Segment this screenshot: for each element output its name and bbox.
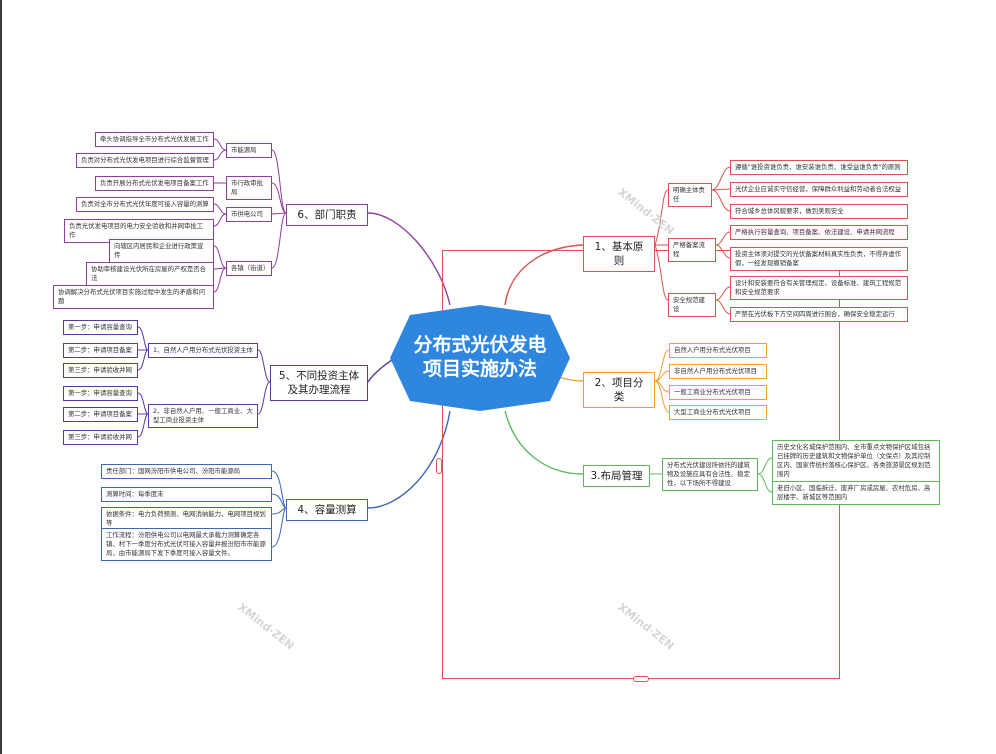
restricted-area-item[interactable]: 老旧小区、国临拆迁、废弃厂房或房屋、农村危房、高层楼宇、新城区等范围内 <box>772 481 940 505</box>
principle-item[interactable]: 遵循"谁投资谁负责、谁安装谁负责、谁受益谁负责"的原则 <box>730 160 908 175</box>
procedure-step[interactable]: 第一步：申请容量查询 <box>63 320 138 335</box>
duty-item[interactable]: 协调解决分布式光伏项目实施过程中发生的矛盾和问题 <box>53 285 214 309</box>
central-topic-text: 分布式光伏发电 项目实施办法 <box>390 333 570 381</box>
branch-layout-management[interactable]: 3.布局管理 <box>583 465 650 487</box>
duty-item[interactable]: 协助审核建设光伏所在房屋的产权是否合法 <box>86 262 214 286</box>
category-item[interactable]: 一般工商业分布式光伏项目 <box>669 385 767 400</box>
central-title-line1: 分布式光伏发电 <box>413 334 547 356</box>
duty-item[interactable]: 负责对分布式光伏发电项目进行综合监督管理 <box>76 153 214 168</box>
investor-type[interactable]: 1、自然人户用分布式光伏投资主体 <box>148 343 258 358</box>
branch-basic-principles[interactable]: 1、基本原则 <box>583 236 655 272</box>
procedure-step[interactable]: 第一步：申请容量查询 <box>63 386 138 401</box>
layout-summary[interactable]: 分布式光伏建设所依托的建筑物及设施应具有合法性、稳定性，以下场所不得建设 <box>662 458 758 491</box>
department-label[interactable]: 各镇（街道） <box>226 261 272 276</box>
branch-title-line1: 5、不同投资主体 <box>278 370 360 382</box>
department-label[interactable]: 市行政审批局 <box>226 176 272 200</box>
duty-item[interactable]: 负责开展分布式光伏发电项目备案工作 <box>95 176 214 191</box>
principle-item[interactable]: 投资主体须对提交的光伏备案材料真实性负责，不得弄虚作假，一经发现撤销备案 <box>730 247 908 271</box>
principle-item[interactable]: 设计和安装要符合有关管理规定、设备标准、建筑工程规范和安全规范要求 <box>730 276 908 300</box>
central-topic[interactable]: 分布式光伏发电 项目实施办法 <box>390 305 570 411</box>
resize-handle-bottom[interactable] <box>633 676 649 682</box>
central-title-line2: 项目实施办法 <box>422 358 537 380</box>
procedure-step[interactable]: 第二步：申请项目备案 <box>63 343 138 358</box>
duty-item[interactable]: 负责对全市分布式光伏年度可接入容量的测算 <box>76 197 214 212</box>
category-item[interactable]: 非自然人户用分布式光伏项目 <box>669 364 767 379</box>
principle-item[interactable]: 符合城乡总体风貌要求，做到美观安全 <box>730 204 908 219</box>
investor-type[interactable]: 2、非自然人户用、一般工商业、大型工商业投资主体 <box>148 404 258 428</box>
department-label[interactable]: 市能源局 <box>226 143 272 158</box>
resize-handle-left[interactable] <box>436 458 442 474</box>
category-item[interactable]: 自然人户用分布式光伏项目 <box>669 343 767 358</box>
restricted-area-item[interactable]: 历史文化名城保护范围内、全市重点文物保护区域包括已挂牌的历史建筑和文物保护单位（… <box>772 440 940 482</box>
duty-item[interactable]: 向辖区内居民和企业进行政策宣传 <box>109 239 214 263</box>
group-label[interactable]: 明确主体责任 <box>668 183 712 207</box>
branch-capacity-estimation[interactable]: 4、容量测算 <box>286 499 368 521</box>
branch-project-categories[interactable]: 2、项目分类 <box>583 372 655 408</box>
capacity-item[interactable]: 工作流程：汾阳供电公司以电网最大承载力测算确定各镇、村下一季度分布式光伏可接入容… <box>101 528 272 561</box>
capacity-item[interactable]: 责任部门：国网汾阳市供电公司、汾阳市能源局 <box>101 464 272 479</box>
principle-item[interactable]: 严禁在光伏板下方空间四周进行围合，确保安全稳定运行 <box>730 307 908 322</box>
capacity-item[interactable]: 测算时间：每季度末 <box>101 487 272 502</box>
branch-department-duties[interactable]: 6、部门职责 <box>286 204 368 226</box>
procedure-step[interactable]: 第三步：申请验收并网 <box>63 363 138 378</box>
procedure-step[interactable]: 第二步：申请项目备案 <box>63 407 138 422</box>
principle-item[interactable]: 光伏企业应诚实守信经营，保障群众利益和劳动者合法权益 <box>730 182 908 197</box>
category-item[interactable]: 大型工商业分布式光伏项目 <box>669 405 767 420</box>
group-label[interactable]: 严格备案流程 <box>668 238 716 262</box>
window-edge <box>0 0 2 754</box>
branch-title-line2: 及其办理流程 <box>287 384 351 396</box>
principle-item[interactable]: 严格执行容量查询、项目备案、依法建设、申请并网流程 <box>730 225 908 240</box>
branch-investor-procedures[interactable]: 5、不同投资主体 及其办理流程 <box>270 365 368 401</box>
duty-item[interactable]: 牵头协调指导全市分布式光伏发展工作 <box>95 132 214 147</box>
central-shape <box>390 305 570 411</box>
procedure-step[interactable]: 第三步：申请验收并网 <box>63 430 138 445</box>
department-label[interactable]: 市供电公司 <box>226 207 272 222</box>
group-label[interactable]: 安全规范建设 <box>668 293 716 317</box>
